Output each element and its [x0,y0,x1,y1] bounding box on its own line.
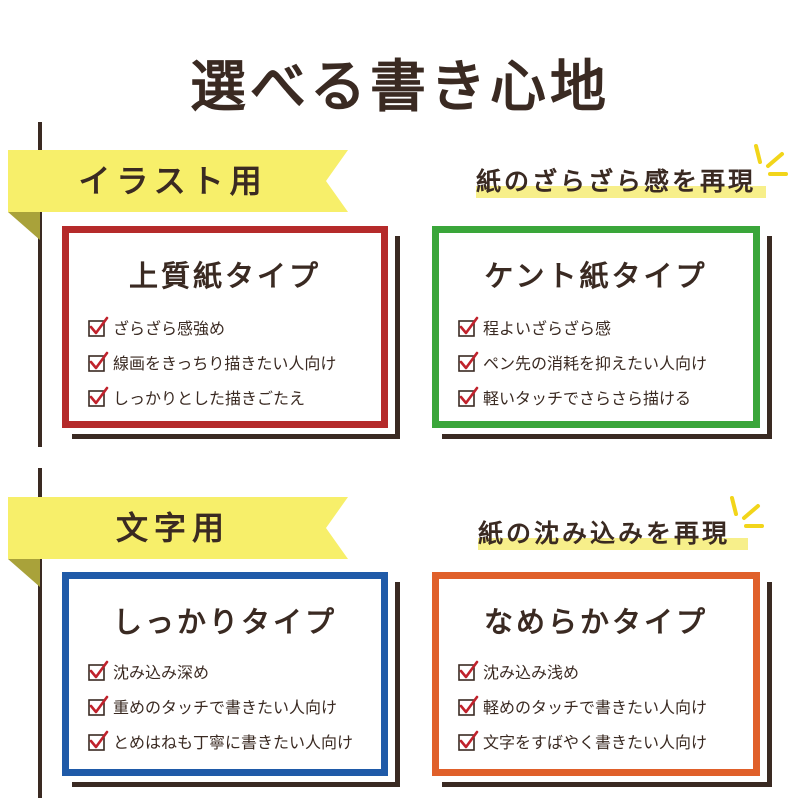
card-nameraka: なめらかタイプ 沈み込み浅め 軽めのタッチで書きたい人向け 文字をすばやく書きた… [432,572,760,776]
section-divider-line [38,122,42,447]
card-shadow [767,236,772,439]
checkbox-check-icon [88,316,109,337]
banner-ribbon-shape [8,150,348,240]
list-item: 軽いタッチでさらさら描ける [457,379,707,414]
list-item: 文字をすばやく書きたい人向け [457,723,707,758]
card-shadow [72,434,400,439]
card-title: 上質紙タイプ [128,259,321,293]
checkbox-check-icon [458,316,479,337]
list-item-text: 線画をきっちり描きたい人向け [113,353,337,373]
list-item-text: ざらざら感強め [113,318,226,338]
list-item-text: とめはねも丁寧に書きたい人向け [113,732,354,752]
checkbox-check-icon [88,386,109,407]
section-banner-illustration: イラスト用 [8,150,348,240]
list-item: 軽めのタッチで書きたい人向け [457,688,707,723]
feature-callout: 紙の沈み込みを再現 [478,510,758,560]
card-shadow [442,434,772,439]
checkbox-check-icon [458,351,479,372]
checkbox-check-icon [458,730,479,751]
card-shadow [442,782,772,787]
checkbox-check-icon [458,386,479,407]
checkbox-check-icon [458,695,479,716]
list-item-text: 程よいざらざら感 [483,318,612,338]
list-item-text: 軽いタッチでさらさら描ける [483,388,692,408]
sparkle-icon [730,496,764,528]
list-item-text: 文字をすばやく書きたい人向け [483,732,708,752]
feature-list: ざらざら感強め 線画をきっちり描きたい人向け しっかりとした描きごたえ [87,309,336,414]
card-kentoshi: ケント紙タイプ 程よいざらざら感 ペン先の消耗を抑えたい人向け 軽いタッチでさら… [432,226,760,428]
card-shadow [395,236,400,439]
section-banner-writing: 文字用 [8,497,348,587]
list-item: 程よいざらざら感 [457,309,707,344]
list-item: 線画をきっちり描きたい人向け [87,344,336,379]
feature-callout: 紙のざらざら感を再現 [476,158,776,208]
feature-text: 紙のざらざら感を再現 [476,167,757,196]
section-label: イラスト用 [78,162,268,200]
card-shadow [395,582,400,787]
list-item-text: 重めのタッチで書きたい人向け [113,697,338,717]
checkbox-check-icon [458,660,479,681]
list-item: ざらざら感強め [87,309,336,344]
feature-list: 沈み込み浅め 軽めのタッチで書きたい人向け 文字をすばやく書きたい人向け [457,653,707,758]
card-title: ケント紙タイプ [484,259,708,293]
list-item: ペン先の消耗を抑えたい人向け [457,344,707,379]
list-item-text: しっかりとした描きごたえ [113,388,306,408]
card-title: なめらかタイプ [483,605,708,639]
sparkle-icon [754,144,788,176]
list-item: しっかりとした描きごたえ [87,379,336,414]
card-shadow [72,782,400,787]
card-joushitsushi: 上質紙タイプ ざらざら感強め 線画をきっちり描きたい人向け しっかりとした描きご… [62,226,388,428]
feature-list: 沈み込み深め 重めのタッチで書きたい人向け とめはねも丁寧に書きたい人向け [87,653,353,758]
list-item: とめはねも丁寧に書きたい人向け [87,723,353,758]
list-item-text: ペン先の消耗を抑えたい人向け [483,353,708,373]
list-item-text: 沈み込み深め [113,662,210,682]
checkbox-check-icon [88,695,109,716]
highlight-underline [476,186,766,198]
checkbox-check-icon [88,351,109,372]
feature-list: 程よいざらざら感 ペン先の消耗を抑えたい人向け 軽いタッチでさらさら描ける [457,309,707,414]
highlight-underline [478,538,748,550]
feature-text: 紙の沈み込みを再現 [478,519,731,548]
checkbox-check-icon [88,660,109,681]
list-item: 沈み込み浅め [457,653,707,688]
list-item-text: 軽めのタッチで書きたい人向け [483,697,708,717]
checkbox-check-icon [88,730,109,751]
card-shikkari: しっかりタイプ 沈み込み深め 重めのタッチで書きたい人向け とめはねも丁寧に書き… [62,572,388,776]
banner-ribbon-shape [8,497,348,587]
section-label: 文字用 [115,509,230,547]
list-item: 重めのタッチで書きたい人向け [87,688,353,723]
page-title: 選べる書き心地 [190,55,610,120]
list-item: 沈み込み深め [87,653,353,688]
list-item-text: 沈み込み浅め [483,662,580,682]
section-divider-line [38,468,42,798]
card-title: しっかりタイプ [112,605,337,639]
card-shadow [767,582,772,787]
